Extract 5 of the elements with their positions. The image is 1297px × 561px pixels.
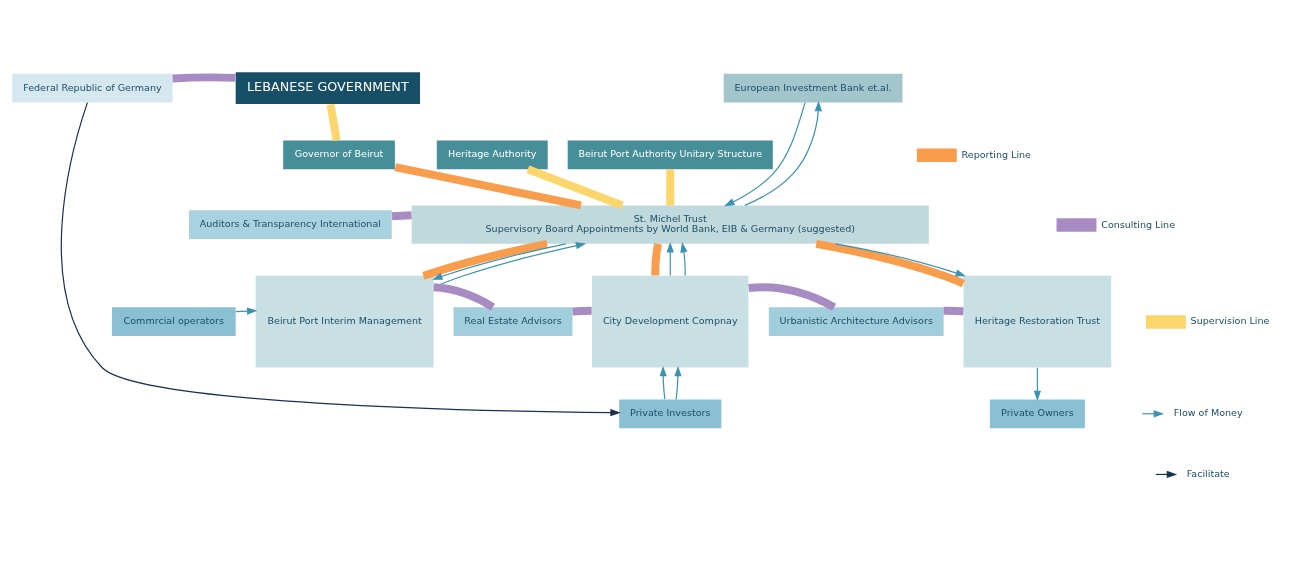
legend-label: Flow of Money	[1173, 407, 1243, 419]
legend-label: Reporting Line	[961, 148, 1032, 160]
legend-label: Facilitate	[1186, 467, 1230, 479]
legend-label: Supervision Line	[1190, 315, 1270, 327]
legend-label: Consulting Line	[1101, 218, 1176, 230]
